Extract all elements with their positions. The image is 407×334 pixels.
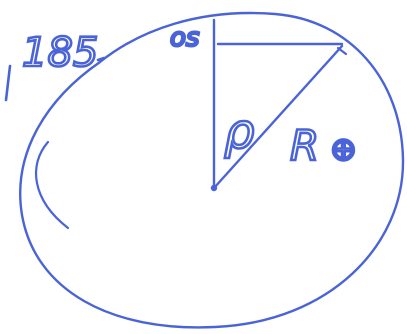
number-label: 185 bbox=[22, 30, 98, 76]
inner-left-stroke bbox=[34, 140, 70, 230]
outer-ellipse bbox=[19, 11, 405, 329]
number-one-stroke bbox=[4, 64, 12, 102]
center-point bbox=[210, 184, 218, 192]
tick-mark bbox=[96, 56, 106, 62]
rho-label: ρ bbox=[224, 104, 254, 160]
corner-tick bbox=[336, 46, 348, 56]
earth-symbol-label: ⊕ bbox=[330, 130, 357, 168]
os-label: os bbox=[170, 23, 199, 53]
hypotenuse-line bbox=[212, 44, 344, 190]
r-label: R bbox=[290, 121, 319, 170]
